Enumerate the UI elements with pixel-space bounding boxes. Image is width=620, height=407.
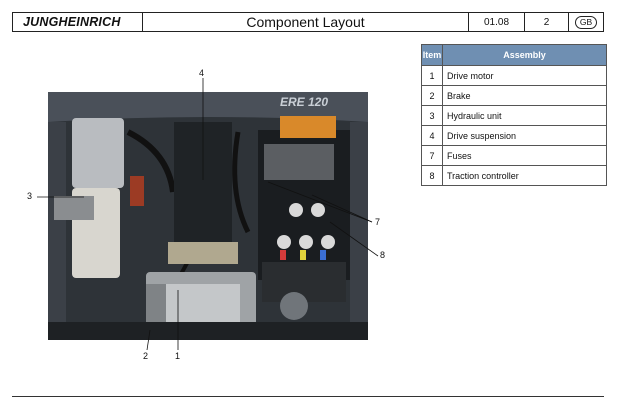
- item-number: 1: [421, 65, 443, 86]
- jungheinrich-logo: JUNGHEINRICH: [13, 13, 143, 31]
- callout-8: 8: [380, 250, 386, 260]
- callout-7: 7: [375, 217, 381, 227]
- page-header: JUNGHEINRICH Component Layout 01.08 2 GB: [12, 12, 604, 32]
- column-header-item: Item: [421, 44, 443, 66]
- table-row: 1 Drive motor: [421, 65, 607, 86]
- table-row: 2 Brake: [421, 85, 607, 106]
- table-header-row: Item Assembly: [421, 44, 607, 66]
- component-photo: ERE 120: [48, 92, 368, 340]
- item-number: 7: [421, 145, 443, 166]
- assembly-table: Item Assembly 1 Drive motor 2 Brake 3 Hy…: [421, 44, 607, 186]
- language-badge: GB: [569, 13, 603, 31]
- language-code: GB: [574, 15, 598, 29]
- item-number: 3: [421, 105, 443, 126]
- callout-4: 4: [199, 68, 205, 78]
- logo-text: JUNGHEINRICH: [23, 15, 121, 29]
- item-number: 4: [421, 125, 443, 146]
- table-row: 7 Fuses: [421, 145, 607, 166]
- callout-3: 3: [27, 191, 33, 201]
- assembly-name: Traction controller: [442, 165, 607, 186]
- assembly-name: Drive motor: [442, 65, 607, 86]
- model-label: ERE 120: [280, 95, 328, 109]
- assembly-name: Hydraulic unit: [442, 105, 607, 126]
- page-title: Component Layout: [143, 13, 469, 31]
- page-number: 2: [525, 13, 569, 31]
- table-row: 4 Drive suspension: [421, 125, 607, 146]
- assembly-name: Drive suspension: [442, 125, 607, 146]
- item-number: 8: [421, 165, 443, 186]
- item-number: 2: [421, 85, 443, 106]
- assembly-name: Fuses: [442, 145, 607, 166]
- revision-date: 01.08: [469, 13, 525, 31]
- table-row: 3 Hydraulic unit: [421, 105, 607, 126]
- column-header-assembly: Assembly: [442, 44, 607, 66]
- footer-rule: [12, 396, 604, 397]
- callout-1: 1: [175, 351, 181, 361]
- table-row: 8 Traction controller: [421, 165, 607, 186]
- callout-2: 2: [143, 351, 149, 361]
- assembly-name: Brake: [442, 85, 607, 106]
